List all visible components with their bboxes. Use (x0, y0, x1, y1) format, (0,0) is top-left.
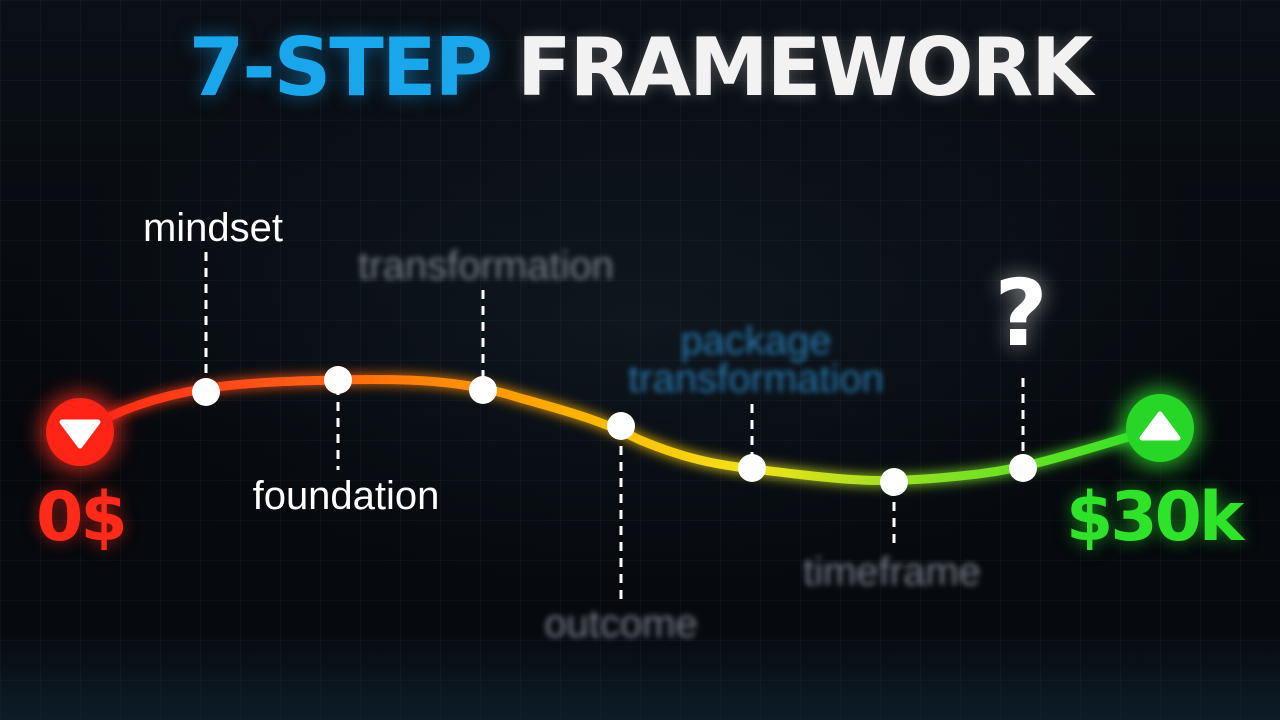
node-package (738, 454, 766, 482)
bottom-glow (0, 630, 1280, 720)
step-nodes (192, 366, 1037, 496)
step-label-mindset: mindset (142, 206, 284, 250)
node-timeframe (880, 468, 908, 496)
node-outcome (607, 412, 635, 440)
node-foundation (324, 366, 352, 394)
end-value: $30k (1066, 478, 1244, 557)
arrow-up-icon (1139, 411, 1181, 441)
headline-framework: FRAMEWORK (516, 21, 1093, 114)
headline-step-count: 7-STEP (188, 21, 493, 114)
mystery-step-mark: ? (994, 260, 1048, 367)
step-label-foundation: foundation (252, 474, 440, 518)
step-label-timeframe: timeframe (803, 550, 981, 594)
step-label-outcome: outcome (544, 602, 698, 646)
arrow-down-icon (59, 419, 101, 449)
progress-curve (75, 375, 1165, 485)
node-mystery (1009, 454, 1037, 482)
start-value: 0$ (36, 478, 128, 557)
node-mindset (192, 378, 220, 406)
connector-lines (204, 252, 1025, 600)
step-label-transformation: transformation (358, 244, 614, 288)
node-transformation (469, 376, 497, 404)
step-label-package-transformation: package transformation (628, 319, 884, 401)
headline: 7-STEP FRAMEWORK (0, 28, 1280, 108)
